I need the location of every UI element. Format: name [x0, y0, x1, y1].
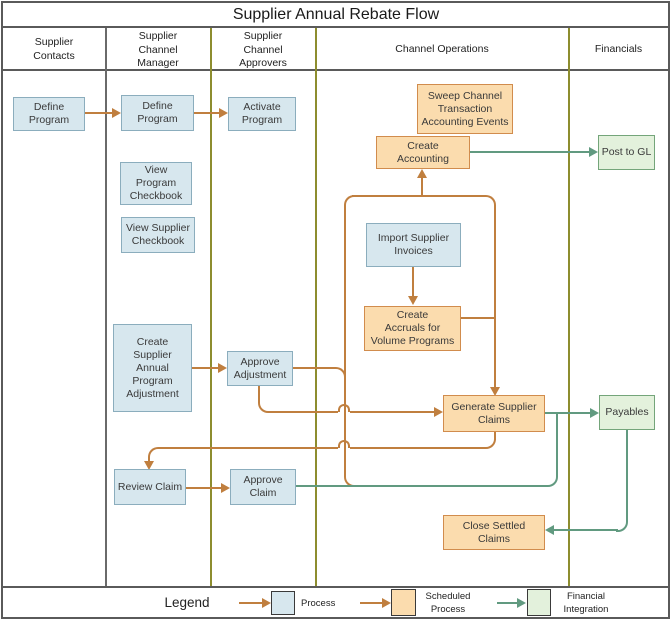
lane-divider-3 — [315, 28, 317, 586]
legend-financial-arrowhead — [517, 598, 526, 608]
arrowhead-into-generate-claims-left — [434, 407, 443, 417]
line-right-vertical — [494, 207, 496, 388]
legend-financial-label: Financial Integration — [563, 591, 609, 615]
legend-scheduled-arrow — [360, 602, 382, 604]
node-sweep-channel-transaction-accounting-events: Sweep Channel Transaction Accounting Eve… — [417, 84, 513, 134]
node-define-program-contacts: Define Program — [13, 97, 85, 131]
node-post-to-gl: Post to GL — [598, 135, 655, 170]
line-payables-down — [626, 430, 628, 522]
lane-header-channel-operations: Channel Operations — [395, 43, 489, 55]
node-generate-supplier-claims: Generate Supplier Claims — [443, 395, 545, 432]
node-create-accruals-for-volume-programs: Create Accruals for Volume Programs — [364, 306, 461, 351]
line-generate-claims-down — [494, 432, 496, 440]
node-create-supplier-annual-program-adjustment: Create Supplier Annual Program Adjustmen… — [113, 324, 192, 412]
arrowhead-into-payables — [590, 408, 599, 418]
node-view-program-checkbook: View Program Checkbook — [120, 162, 192, 205]
line-to-generate-claims-left-b — [350, 411, 434, 413]
corner-loop-top-left — [344, 195, 357, 209]
arrowhead-define-to-define — [112, 108, 121, 118]
legend-process-label: Process — [301, 598, 336, 609]
line-approve-adjustment-down — [258, 386, 260, 402]
lane-divider-1 — [105, 28, 107, 586]
node-review-claim: Review Claim — [114, 469, 186, 505]
line-into-review-claim — [148, 457, 150, 462]
lane-header-supplier-contacts: Supplier Contacts — [33, 36, 75, 62]
line-into-create-accounting — [421, 177, 423, 196]
legend-scheduled-label: Scheduled Process — [425, 591, 471, 615]
arrowhead-import-to-accruals — [408, 296, 418, 305]
node-view-supplier-checkbook: View Supplier Checkbook — [121, 217, 195, 253]
legend-process-arrowhead — [262, 598, 271, 608]
line-hop-2 — [338, 440, 350, 448]
corner-approve-adjustment-bottom — [258, 399, 271, 413]
corner-approve-adjustment-right — [293, 367, 346, 381]
line-to-generate-claims-left-a — [269, 411, 338, 413]
node-activate-program: Activate Program — [228, 97, 296, 131]
arrowhead-into-close-settled — [545, 525, 554, 535]
corner-loop-top-right — [483, 195, 496, 209]
line-bus-vertical — [344, 207, 346, 472]
arrowhead-review-to-approve-claim — [221, 483, 230, 493]
line-claims-to-payables — [545, 412, 590, 414]
title-separator — [1, 26, 670, 28]
corner-payables-bottom — [616, 519, 628, 532]
node-approve-claim: Approve Claim — [230, 469, 296, 505]
legend-scheduled-swatch — [391, 589, 416, 616]
arrowhead-adjustment-to-approve — [218, 363, 227, 373]
legend-process-swatch — [271, 591, 295, 615]
line-claims-to-review-b — [160, 447, 338, 449]
line-approve-claim-right — [296, 485, 548, 487]
line-approve-claim-branch-vertical — [556, 413, 558, 476]
line-accounting-to-gl — [470, 151, 589, 153]
line-define-to-activate — [194, 112, 220, 114]
node-create-accounting: Create Accounting — [376, 136, 470, 169]
line-define-to-define — [85, 112, 113, 114]
line-hop-1 — [338, 404, 350, 412]
line-adjustment-to-approve — [192, 367, 219, 369]
arrowhead-into-create-accounting — [417, 169, 427, 178]
legend-separator — [1, 586, 670, 588]
page-title: Supplier Annual Rebate Flow — [232, 6, 440, 23]
legend-title: Legend — [164, 595, 210, 610]
corner-approve-claim-branch — [546, 474, 558, 487]
legend-financial-arrow — [497, 602, 517, 604]
arrowhead-into-review-claim — [144, 461, 154, 470]
node-payables: Payables — [599, 395, 655, 430]
node-approve-adjustment: Approve Adjustment — [227, 351, 293, 386]
arrowhead-define-to-activate — [219, 108, 228, 118]
node-close-settled-claims: Close Settled Claims — [443, 515, 545, 550]
legend-financial-swatch — [527, 589, 551, 616]
lane-header-financials: Financials — [594, 43, 643, 55]
lane-header-supplier-channel-approvers: Supplier Channel Approvers — [239, 30, 287, 69]
lane-header-supplier-channel-manager: Supplier Channel Manager — [137, 30, 179, 69]
arrowhead-into-post-to-gl — [589, 147, 598, 157]
corner-review-claim-top — [148, 447, 162, 459]
legend-process-arrow — [239, 602, 262, 604]
header-separator — [1, 69, 670, 71]
arrowhead-into-generate-claims-top — [490, 387, 500, 396]
line-loop-top — [352, 195, 486, 197]
line-review-to-approve-claim — [186, 487, 222, 489]
line-import-to-accruals — [412, 267, 414, 297]
lane-divider-4 — [568, 28, 570, 586]
line-accruals-to-bus — [461, 317, 495, 319]
node-define-program-manager: Define Program — [121, 95, 194, 131]
line-claims-to-review-a — [350, 447, 486, 449]
node-import-supplier-invoices: Import Supplier Invoices — [366, 223, 461, 267]
line-into-close-settled — [554, 529, 618, 531]
lane-divider-2 — [210, 28, 212, 586]
legend-scheduled-arrowhead — [382, 598, 391, 608]
